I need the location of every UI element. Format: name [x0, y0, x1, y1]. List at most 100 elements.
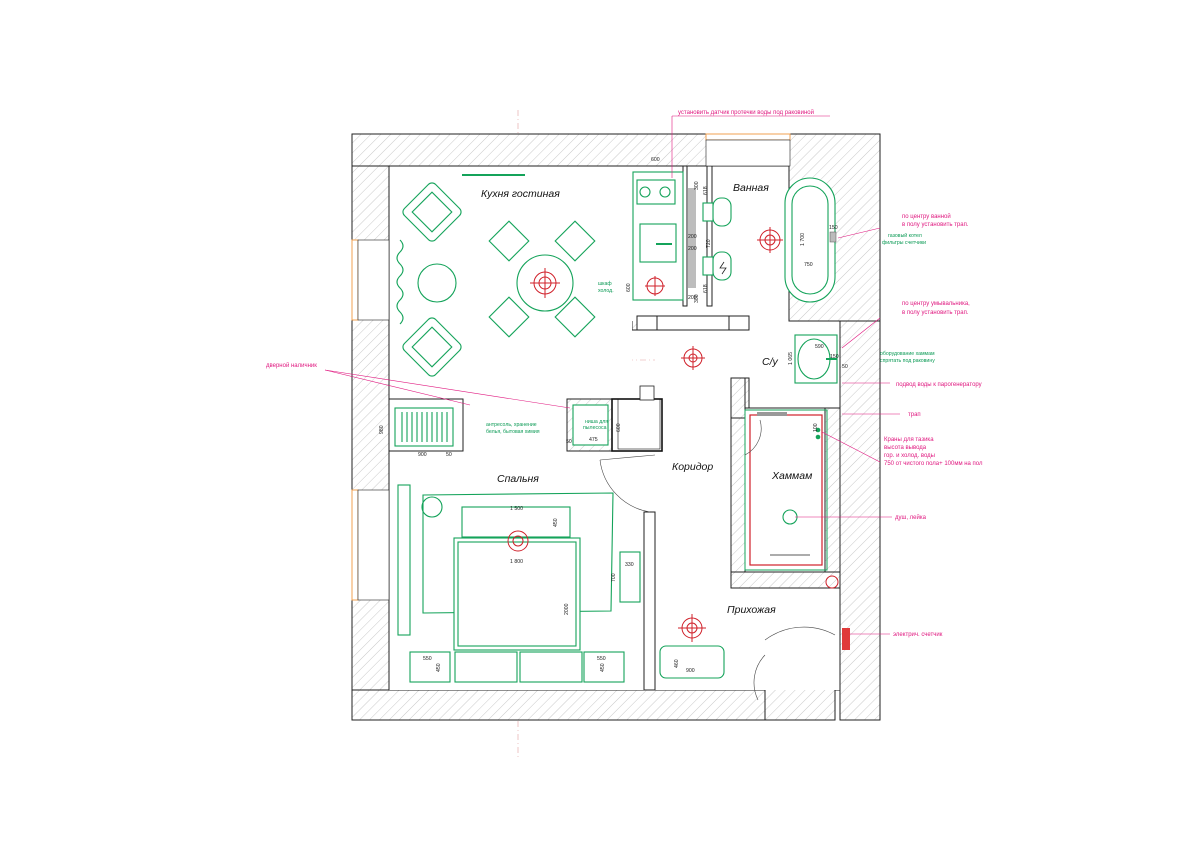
dim-980: 980 — [379, 425, 385, 434]
dim-1700: 1 700 — [800, 233, 806, 246]
wardrobe-left — [397, 484, 411, 636]
hammam-fixtures — [744, 409, 839, 589]
vacuum-niche — [572, 404, 609, 446]
meter-note: электрич. счетчик — [893, 632, 943, 638]
bath-drain-note-1: по центру ванной — [902, 213, 951, 220]
window-top-bath — [705, 133, 791, 141]
sink-drain-note-2: в полу установить трап. — [902, 310, 969, 316]
taps-note-3: гор. и холод. воды — [884, 453, 935, 459]
bedroom-drain — [507, 530, 529, 552]
magenta-annotations: установить датчик протечки воды под рако… — [266, 109, 983, 638]
closet — [394, 407, 454, 447]
dim-300-b: 300 — [694, 294, 700, 303]
closet-note-2: белья, бытовая химия — [486, 429, 540, 435]
bath-drain-note-2: в полу установить трап. — [902, 222, 969, 228]
chair-bl — [488, 296, 530, 338]
toilet-1 — [712, 197, 732, 227]
wc-sink — [797, 338, 831, 380]
dim-550-l: 550 — [423, 656, 432, 662]
dimensions: 600 300 618 200 720 200 300 618 200 600 … — [379, 157, 848, 674]
curtain — [396, 239, 404, 325]
cabinet-note-1: шкаф — [598, 281, 612, 287]
hammam-equipment-note-2: спрятать под раковину — [880, 358, 935, 364]
niche-note-2: пылесоса — [583, 425, 607, 431]
sink-drain-note-1: по центру умывальника, — [902, 301, 970, 307]
dresser — [619, 551, 641, 603]
partition-bedroom-corridor — [643, 511, 656, 691]
armchair-bottom — [402, 317, 462, 377]
room-bath-label: Ванная — [733, 182, 769, 194]
hall-bench — [659, 645, 725, 679]
dim-1065: 1 065 — [788, 352, 794, 365]
chair-tl — [488, 220, 530, 262]
dim-150-bath: 150 — [829, 225, 838, 231]
shower-note: душ, лейка — [895, 514, 927, 521]
dim-2000: 2000 — [564, 603, 570, 615]
dim-200-b: 200 — [688, 246, 697, 252]
doors — [599, 419, 836, 701]
taps-note-4: 750 от чистого пола+ 100мм на пол — [884, 461, 983, 467]
room-corridor-label: Коридор — [672, 461, 713, 473]
dim-750-bath: 750 — [804, 262, 813, 268]
dim-900-hall: 900 — [686, 668, 695, 674]
dim-200-c: 200 — [688, 295, 697, 301]
rug — [422, 492, 614, 614]
dim-700: 700 — [611, 573, 617, 582]
dim-50-wc: 50 — [842, 364, 848, 370]
window-kitchen-left — [351, 239, 359, 321]
bench-right — [519, 651, 583, 683]
nightstand-left — [409, 651, 451, 683]
niche-note-1: ниша для — [585, 419, 608, 425]
partition-kitchen-bath — [682, 165, 688, 307]
steam-supply-note: подвод воды к парогенератору — [896, 382, 982, 388]
dim-450-head: 450 — [553, 518, 559, 527]
room-labels: Кухня гостиная Ванная С/у Коридор Спальн… — [481, 182, 812, 616]
dim-330: 330 — [625, 562, 634, 568]
chair-br — [554, 296, 596, 338]
room-bedroom-label: Спальня — [497, 473, 539, 485]
dim-618-a: 618 — [703, 186, 709, 195]
walls — [351, 133, 881, 721]
storage — [394, 385, 663, 452]
dim-1800: 1 800 — [510, 559, 523, 565]
dim-300-a: 300 — [694, 181, 700, 190]
stove-burner-2 — [659, 186, 671, 198]
dim-600-top: 600 — [651, 157, 660, 163]
bedroom-furniture — [397, 484, 641, 683]
headboard — [461, 506, 571, 538]
green-notes: антресоль, хранение белья, бытовая химия… — [486, 232, 935, 435]
cabinet-note-2: холод. — [598, 288, 614, 294]
dim-450-r: 450 — [600, 663, 606, 672]
leak-sensor-note: установить датчик протечки воды под рако… — [678, 109, 814, 116]
partition-hammam-bottom — [730, 571, 841, 589]
room-hall-label: Прихожая — [727, 604, 776, 616]
room-wc-label: С/у — [762, 356, 779, 368]
dim-460: 460 — [674, 659, 680, 668]
boiler-note-2: фильтры счетчики — [882, 240, 926, 246]
room-hammam-label: Хаммам — [771, 470, 812, 482]
dim-50-niche: 50 — [566, 439, 572, 445]
taps-note-1: Краны для тазика — [884, 437, 934, 443]
toilet-2 — [712, 251, 732, 281]
closet-note-1: антресоль, хранение — [486, 422, 537, 428]
hammam-tap-1 — [815, 427, 821, 433]
dim-600-cab: 600 — [616, 423, 622, 432]
bench-left — [454, 651, 518, 683]
dim-618-b: 618 — [703, 284, 709, 293]
drain-note: трап — [908, 412, 921, 418]
dim-1500: 1 500 — [510, 506, 523, 512]
dim-475: 475 — [589, 437, 598, 443]
dim-200-a: 200 — [688, 234, 697, 240]
kitchen-furniture — [396, 171, 696, 377]
dim-720: 720 — [706, 239, 712, 248]
dim-450-l: 450 — [436, 663, 442, 672]
dim-550-r: 550 — [597, 656, 606, 662]
dim-590: 590 — [815, 344, 824, 350]
taps-note-2: высота вывода — [884, 445, 927, 451]
armchair-top — [402, 182, 462, 242]
window-bedroom-left — [351, 489, 359, 601]
nightstand-right — [583, 651, 625, 683]
armchair-bedroom — [421, 496, 443, 518]
bath-fixtures — [702, 177, 837, 303]
